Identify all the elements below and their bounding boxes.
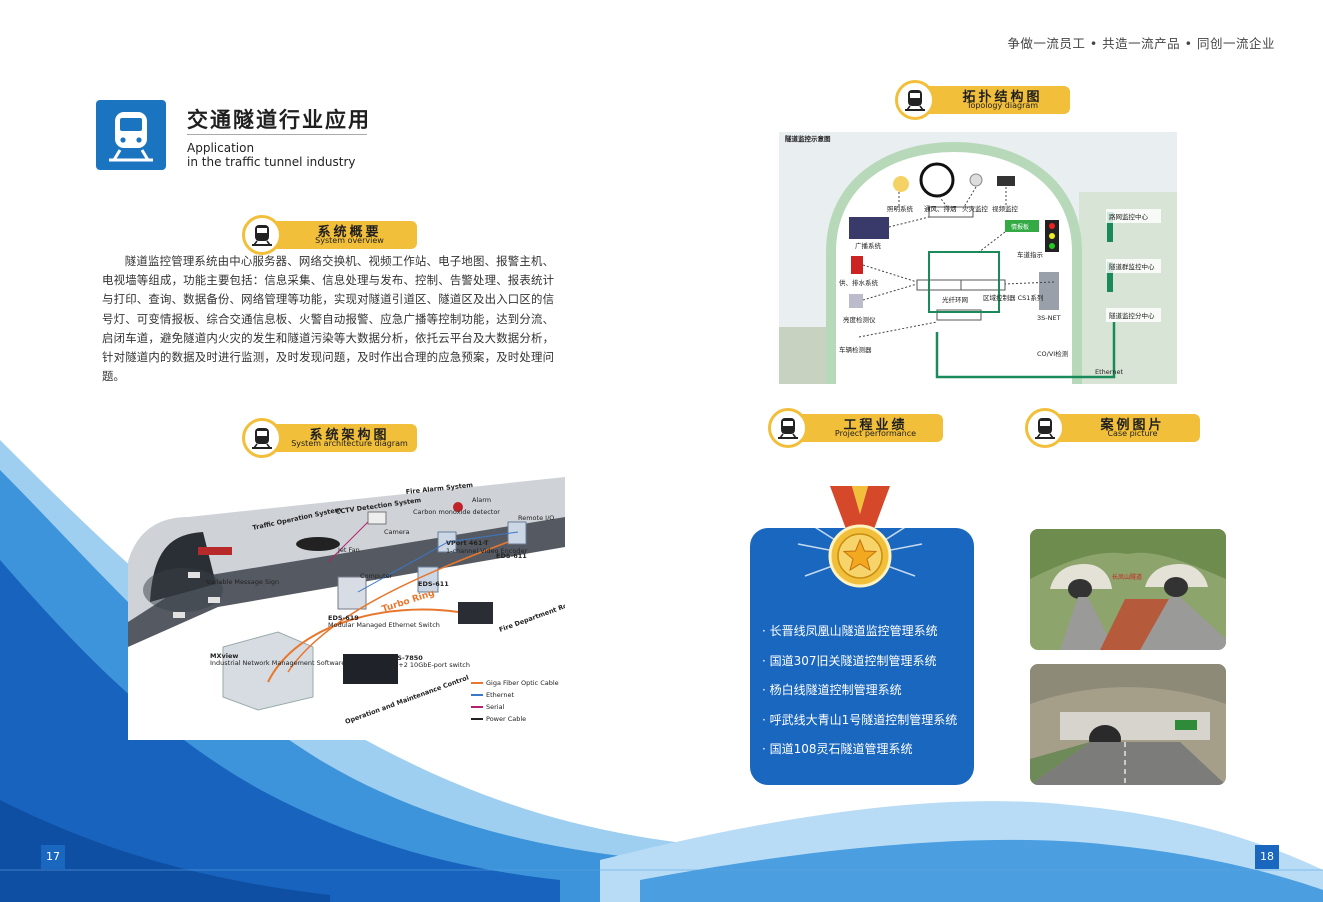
label-carbon: Carbon monoxide detector xyxy=(413,508,500,516)
train-logo-icon xyxy=(96,100,166,170)
label-computer: Computer xyxy=(360,572,393,580)
label-covi: CO/VI检测 xyxy=(1037,349,1069,358)
subtitle-line-2: in the traffic tunnel industry xyxy=(187,155,356,169)
label-fire-monitor: 火灾监控 xyxy=(962,204,989,213)
legend-label: Serial xyxy=(486,703,505,711)
badge-title-cn: 拓扑结构图 xyxy=(962,90,1043,105)
page-title: 交通隧道行业应用 xyxy=(187,108,371,132)
label-vport: VPort 461-T xyxy=(446,539,489,547)
section-badge-architecture: 系统架构图 System architecture diagram xyxy=(242,418,417,458)
label-ethernet: Ethernet xyxy=(1095,368,1123,376)
badge-title-cn: 工程业绩 xyxy=(843,418,908,433)
label-3s-net: 3S-NET xyxy=(1037,314,1061,322)
section-badge-overview: 系统概要 System overview xyxy=(242,215,417,255)
topology-diagram: 隧道监控示意图 照明系统 通风、排烟 火灾监控 视频监控 广播系统 情报板 车道… xyxy=(779,132,1177,384)
project-item: · 国道108灵石隧道管理系统 xyxy=(762,742,913,756)
legend-label: Power Cable xyxy=(486,715,526,723)
label-vehicle-detector: 车辆检测器 xyxy=(839,345,872,354)
section-badge-cases: 案例图片 Case picture xyxy=(1025,408,1200,448)
label-video-monitor: 视频监控 xyxy=(992,204,1019,213)
badge-title-en: System architecture diagram xyxy=(291,439,408,448)
badge-title-en: Topology diagram xyxy=(966,101,1039,110)
page-subtitle: Application in the traffic tunnel indust… xyxy=(187,141,355,169)
train-icon xyxy=(252,428,272,449)
project-item: · 国道307旧关隧道控制管理系统 xyxy=(762,653,937,668)
architecture-diagram: Traffic Operation System CCTV Detection … xyxy=(128,472,565,740)
page-number-right: 18 xyxy=(1255,845,1279,869)
train-icon xyxy=(252,225,272,246)
page-number-left: 17 xyxy=(41,845,65,869)
badge-title-cn: 案例图片 xyxy=(1100,418,1165,433)
label-camera: Camera xyxy=(384,528,410,536)
label-info-board: 情报板 xyxy=(1011,223,1029,231)
label-alarm: Alarm xyxy=(472,496,491,504)
label-eds619-sub: Modular Managed Ethernet Switch xyxy=(328,621,440,629)
medal-icon xyxy=(797,486,923,588)
label-group-center: 隧道群监控中心 xyxy=(1109,262,1155,271)
label-ics: ICS-7850 xyxy=(390,654,423,662)
case-photo-1: 长凤山隧道 xyxy=(1030,529,1226,650)
legend-label: Ethernet xyxy=(486,691,514,699)
label-fiber-ring: 光纤环网 xyxy=(942,295,968,304)
company-slogan: 争做一流员工 • 共造一流产品 • 同创一流企业 xyxy=(1007,36,1275,51)
badge-title-en: Project performance xyxy=(834,429,917,438)
label-broadcast: 广播系统 xyxy=(855,241,882,250)
case-photo-2 xyxy=(1030,664,1226,785)
label-eds611-left: EDS-611 xyxy=(418,580,449,588)
label-brightness: 亮度检测仪 xyxy=(843,315,876,324)
title-divider xyxy=(187,134,367,135)
label-remote-io: Remote I/O xyxy=(518,514,554,522)
label-jetfan: Jet Fan xyxy=(337,546,360,554)
train-icon xyxy=(778,418,798,439)
label-sub-center: 隧道监控分中心 xyxy=(1109,311,1155,320)
label-ventilation: 通风、排烟 xyxy=(924,204,957,213)
badge-title-cn: 系统架构图 xyxy=(309,428,390,443)
badge-title-en: System overview xyxy=(315,236,384,245)
overview-paragraph: 隧道监控管理系统由中心服务器、网络交换机、视频工作站、电子地图、报警主机、电视墙… xyxy=(102,254,554,384)
legend-label: Giga Fiber Optic Cable xyxy=(486,679,559,687)
train-icon xyxy=(1035,418,1055,439)
label-vms: Variable Message Sign xyxy=(206,578,279,586)
topology-title: 隧道监控示意图 xyxy=(785,134,831,143)
project-item: · 呼武线大青山1号隧道控制管理系统 xyxy=(762,712,958,727)
label-mxview-sub: Industrial Network Management Software xyxy=(210,659,345,667)
architecture-legend: Giga Fiber Optic Cable Ethernet Serial P… xyxy=(471,679,559,723)
label-road-center: 路网监控中心 xyxy=(1109,212,1149,221)
project-list: · 长晋线凤凰山隧道监控管理系统 · 国道307旧关隧道控制管理系统 · 杨白线… xyxy=(762,623,957,771)
label-lane-indicator: 车道指示 xyxy=(1017,250,1044,259)
label-eds611-right: EDS-611 xyxy=(496,552,527,560)
label-mxview: MXview xyxy=(210,652,238,660)
label-eds619: EDS-619 xyxy=(328,614,359,622)
train-icon xyxy=(905,90,925,111)
label-vport-sub: 1-channel Video Encoder xyxy=(446,547,527,555)
subtitle-line-1: Application xyxy=(187,141,255,155)
label-lighting: 照明系统 xyxy=(887,204,914,213)
project-item: · 杨白线隧道控制管理系统 xyxy=(762,683,902,697)
photo-tunnel-sign: 长凤山隧道 xyxy=(1112,573,1142,581)
project-item: · 长晋线凤凰山隧道监控管理系统 xyxy=(762,624,938,638)
label-ics-sub: 48+2 10GbE-port switch xyxy=(390,661,470,669)
section-badge-topology: 拓扑结构图 Topology diagram xyxy=(895,80,1070,120)
label-area-controller: 区域控制器 CS1系列 xyxy=(983,293,1043,302)
badge-title-en: Case picture xyxy=(1107,429,1158,438)
badge-title-cn: 系统概要 xyxy=(317,225,382,240)
section-badge-performance: 工程业绩 Project performance xyxy=(768,408,943,448)
label-water-system: 供、排水系统 xyxy=(839,278,879,287)
